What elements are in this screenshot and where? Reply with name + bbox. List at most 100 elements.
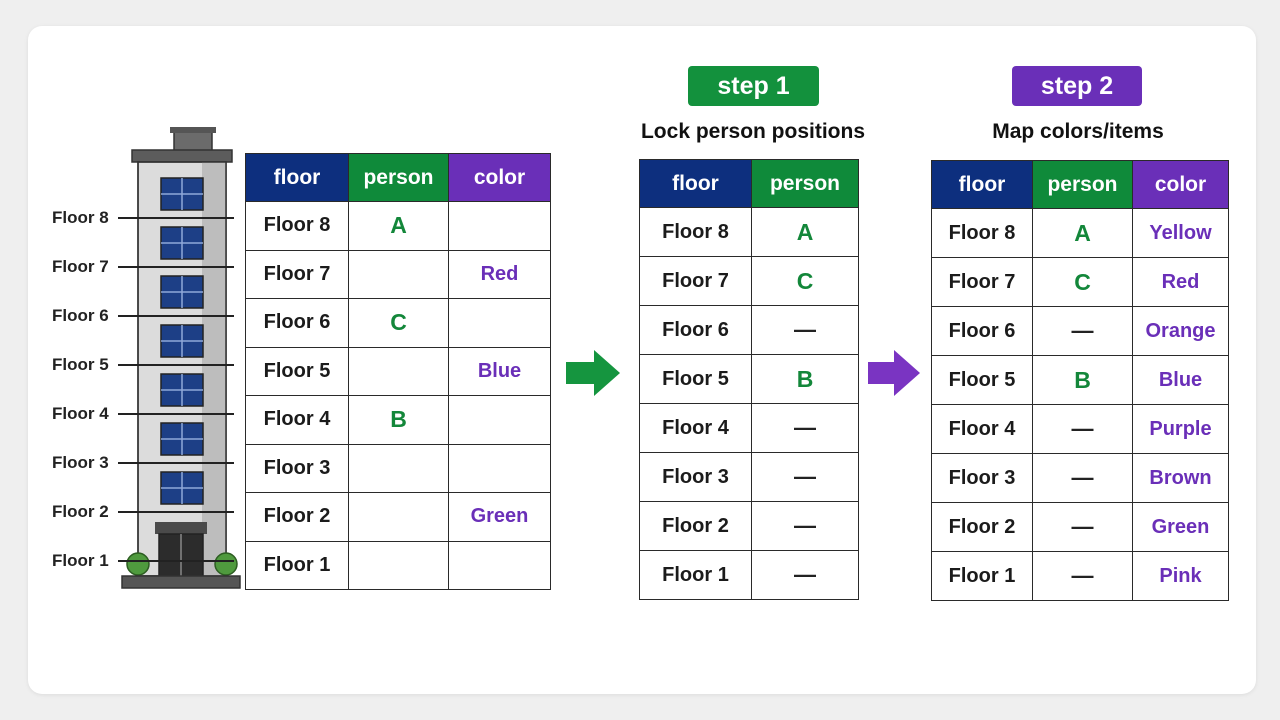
cell-person: — xyxy=(751,403,859,453)
step2-caption: Map colors/items xyxy=(992,120,1164,143)
cell-floor: Floor 8 xyxy=(931,208,1033,258)
cell-floor: Floor 2 xyxy=(639,501,752,551)
cell-floor: Floor 3 xyxy=(639,452,752,502)
table-row: Floor 3— xyxy=(639,452,859,502)
cell-floor: Floor 6 xyxy=(931,306,1033,356)
floor-tick xyxy=(118,217,234,219)
cell-person xyxy=(348,346,449,396)
floor-tick xyxy=(118,266,234,268)
table-row: Floor 2 Green xyxy=(245,492,551,542)
floor-tick xyxy=(118,462,234,464)
cell-floor: Floor 7 xyxy=(639,256,752,306)
cell-person: — xyxy=(1032,551,1133,601)
cell-color: Red xyxy=(1132,257,1229,307)
cell-color: Purple xyxy=(1132,404,1229,454)
cell-color: Red xyxy=(448,249,551,299)
cell-color xyxy=(448,201,551,251)
table-row: Floor 7 Red xyxy=(245,249,551,299)
cell-person: B xyxy=(1032,355,1133,405)
floor-tick xyxy=(118,364,234,366)
cell-color: Brown xyxy=(1132,453,1229,503)
table-row: Floor 6— xyxy=(639,305,859,355)
floor-label: Floor 6 xyxy=(52,306,109,325)
cell-floor: Floor 6 xyxy=(245,298,349,348)
floor-label: Floor 3 xyxy=(52,453,109,472)
cell-floor: Floor 1 xyxy=(931,551,1033,601)
cell-floor: Floor 8 xyxy=(639,207,752,257)
cell-color xyxy=(448,395,551,445)
floor-label: Floor 2 xyxy=(52,502,109,521)
cell-person: — xyxy=(1032,306,1133,356)
table-row: Floor 3—Brown xyxy=(931,453,1229,503)
cell-floor: Floor 3 xyxy=(245,443,349,493)
cell-person: — xyxy=(1032,404,1133,454)
arrow-right-icon xyxy=(868,350,920,396)
cell-floor: Floor 4 xyxy=(245,395,349,445)
cell-person: — xyxy=(751,305,859,355)
table-row: Floor 4— xyxy=(639,403,859,453)
cell-floor: Floor 5 xyxy=(639,354,752,404)
floor-tick xyxy=(118,560,234,562)
cell-color: Yellow xyxy=(1132,208,1229,258)
cell-person: B xyxy=(751,354,859,404)
floor-tick xyxy=(118,315,234,317)
floor-label: Floor 4 xyxy=(52,404,109,423)
cell-person: — xyxy=(751,550,859,600)
cell-person: C xyxy=(751,256,859,306)
header-floor: floor xyxy=(245,153,349,202)
cell-person xyxy=(348,492,449,542)
building-icon xyxy=(121,127,241,589)
cell-person: — xyxy=(751,452,859,502)
cell-color: Blue xyxy=(448,346,551,396)
cell-floor: Floor 8 xyxy=(245,201,349,251)
cell-floor: Floor 7 xyxy=(245,249,349,299)
table-row: Floor 1—Pink xyxy=(931,551,1229,601)
cell-person: — xyxy=(1032,453,1133,503)
cell-person: — xyxy=(751,501,859,551)
cell-floor: Floor 1 xyxy=(639,550,752,600)
table-row: Floor 6—Orange xyxy=(931,306,1229,356)
cell-floor: Floor 5 xyxy=(931,355,1033,405)
table-row: Floor 2—Green xyxy=(931,502,1229,552)
cell-person: A xyxy=(751,207,859,257)
step2-badge: step 2 xyxy=(1012,66,1142,106)
table-row: Floor 2— xyxy=(639,501,859,551)
cell-person xyxy=(348,249,449,299)
floor-label: Floor 7 xyxy=(52,257,109,276)
floor-tick xyxy=(118,413,234,415)
cell-color xyxy=(448,298,551,348)
cell-floor: Floor 7 xyxy=(931,257,1033,307)
floor-label: Floor 1 xyxy=(52,551,109,570)
arrow-right-icon xyxy=(566,350,620,396)
cell-color: Green xyxy=(448,492,551,542)
step1-caption: Lock person positions xyxy=(640,120,866,143)
cell-color: Pink xyxy=(1132,551,1229,601)
cell-color: Green xyxy=(1132,502,1229,552)
step1-badge: step 1 xyxy=(688,66,819,106)
cell-floor: Floor 2 xyxy=(931,502,1033,552)
header-color: color xyxy=(448,153,551,202)
table-row: Floor 3 xyxy=(245,443,551,493)
cell-floor: Floor 2 xyxy=(245,492,349,542)
header-person: person xyxy=(1032,160,1133,209)
cell-person: A xyxy=(348,201,449,251)
header-color: color xyxy=(1132,160,1229,209)
floor-label: Floor 5 xyxy=(52,355,109,374)
cell-color xyxy=(448,540,551,590)
cell-floor: Floor 4 xyxy=(639,403,752,453)
cell-person: C xyxy=(348,298,449,348)
header-person: person xyxy=(348,153,449,202)
cell-color: Orange xyxy=(1132,306,1229,356)
cell-color: Blue xyxy=(1132,355,1229,405)
cell-person: C xyxy=(1032,257,1133,307)
